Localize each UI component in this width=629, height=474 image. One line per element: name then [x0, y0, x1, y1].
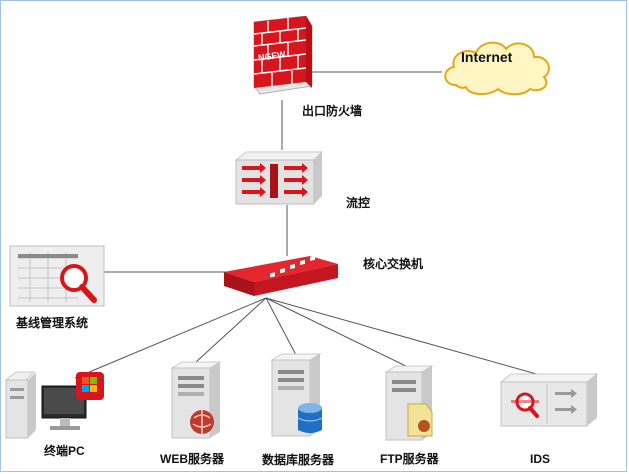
- baseline-system[interactable]: [8, 244, 108, 308]
- internet-label: Internet: [461, 49, 513, 65]
- internet-cloud[interactable]: [438, 35, 558, 97]
- db-label: 数据库服务器: [262, 453, 335, 467]
- ids-icon: [499, 373, 599, 427]
- ngfw-firewall[interactable]: [244, 16, 316, 100]
- link-core-db: [265, 297, 297, 356]
- pc-label: 终端PC: [44, 444, 85, 458]
- web-server[interactable]: [168, 360, 228, 440]
- flow-label: 流控: [346, 196, 371, 210]
- ftp-server-icon: [384, 365, 434, 441]
- flow-control-device[interactable]: [232, 150, 324, 206]
- desktop-pc-icon: [4, 371, 104, 439]
- ids-label: IDS: [530, 452, 551, 466]
- link-core-ftp: [265, 297, 411, 369]
- baseline-monitor-icon: [9, 245, 105, 307]
- ngfw-label: 出口防火墙: [302, 104, 363, 118]
- ftp-label: FTP服务器: [380, 452, 439, 466]
- firewall-icon: [253, 16, 313, 95]
- core-switch[interactable]: [220, 252, 342, 300]
- cloud-icon: [444, 41, 550, 96]
- ids-device[interactable]: [497, 372, 601, 428]
- database-server[interactable]: [268, 352, 330, 440]
- switch-icon: [224, 252, 338, 296]
- database-server-icon: [270, 353, 323, 437]
- web-server-icon: [170, 361, 222, 439]
- core-label: 核心交换机: [363, 257, 424, 271]
- terminal-pc[interactable]: [4, 368, 108, 440]
- link-core-pc: [74, 297, 267, 379]
- flow-control-icon: [234, 151, 324, 205]
- link-core-web: [195, 297, 267, 363]
- ftp-server[interactable]: [382, 364, 442, 442]
- link-core-ids: [265, 297, 541, 376]
- web-label: WEB服务器: [160, 452, 224, 466]
- baseline-label: 基线管理系统: [16, 316, 89, 330]
